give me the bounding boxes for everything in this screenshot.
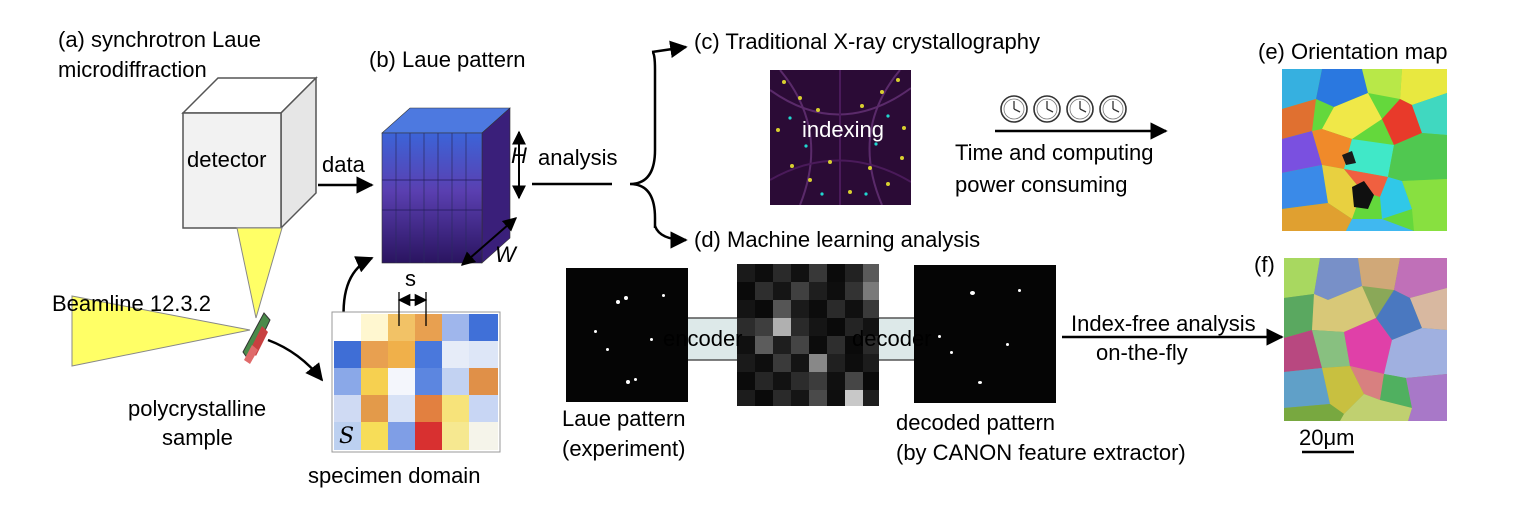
ipf-map-grains bbox=[1284, 258, 1447, 421]
panel-b-title: (b) Laue pattern bbox=[369, 47, 526, 72]
sample-label-line2: sample bbox=[162, 425, 233, 450]
detector-cube bbox=[181, 76, 318, 230]
panel-e-title: (e) Orientation map bbox=[1258, 39, 1448, 64]
step-size-label: s bbox=[405, 266, 416, 291]
analysis-brace bbox=[629, 50, 657, 228]
data-label: data bbox=[322, 152, 365, 177]
encoder-label: encoder bbox=[663, 326, 743, 351]
diffracted-beam bbox=[236, 227, 283, 319]
latent-feature-map bbox=[737, 264, 879, 406]
index-free-label-line2: on-the-fly bbox=[1096, 340, 1188, 365]
specimen-symbol: S bbox=[339, 424, 355, 449]
incident-beam bbox=[71, 295, 251, 367]
indexing-image bbox=[770, 70, 911, 205]
laue-experiment-image bbox=[566, 268, 688, 402]
panel-a-title-line2: microdiffraction bbox=[58, 57, 207, 82]
time-label-line2: power consuming bbox=[955, 172, 1128, 197]
index-free-label-line1: Index-free analysis bbox=[1071, 311, 1256, 336]
orientation-map bbox=[1282, 69, 1447, 231]
scale-bar-label: 20μm bbox=[1299, 425, 1355, 450]
clock-icons bbox=[1000, 95, 1127, 123]
decoded-pattern-image bbox=[914, 265, 1056, 403]
detector-label: detector bbox=[187, 147, 267, 172]
sample-label-line1: polycrystalline bbox=[128, 396, 267, 421]
ipf-map bbox=[1284, 258, 1447, 421]
latent-grid bbox=[737, 264, 879, 406]
panel-f-title: (f) bbox=[1254, 252, 1275, 277]
specimen-domain-grid bbox=[331, 311, 501, 453]
decoded-label-line2: (by CANON feature extractor) bbox=[896, 440, 1186, 465]
clock-icon bbox=[1000, 95, 1028, 123]
clock-icon bbox=[1033, 95, 1061, 123]
decoded-label-line1: decoded pattern bbox=[896, 410, 1056, 435]
clock-icon bbox=[1099, 95, 1127, 123]
brace-to-d-arrow bbox=[653, 225, 688, 249]
height-label: H bbox=[511, 143, 527, 168]
decoder-label: decoder bbox=[852, 326, 932, 351]
brace-to-c-arrow bbox=[651, 40, 688, 58]
sample-to-domain-arrow bbox=[267, 338, 324, 382]
beamline-label: Beamline 12.3.2 bbox=[52, 291, 211, 316]
time-label-line1: Time and computing bbox=[955, 140, 1154, 165]
panel-c-title: (c) Traditional X-ray crystallography bbox=[694, 29, 1041, 54]
indexing-label: indexing bbox=[802, 117, 884, 142]
clock-icon bbox=[1066, 95, 1094, 123]
experiment-label-line2: (experiment) bbox=[562, 436, 686, 461]
sample-plate bbox=[242, 312, 271, 364]
width-arrow bbox=[460, 217, 518, 266]
analysis-label: analysis bbox=[538, 145, 618, 170]
experiment-label-line1: Laue pattern bbox=[562, 406, 686, 431]
panel-a-title-line1: (a) synchrotron Laue bbox=[58, 27, 261, 52]
orientation-map-grains bbox=[1282, 69, 1447, 231]
width-label: W bbox=[495, 242, 516, 267]
indexing-pattern bbox=[770, 70, 911, 205]
specimen-domain-caption: specimen domain bbox=[308, 463, 481, 488]
panel-d-title: (d) Machine learning analysis bbox=[694, 227, 981, 252]
